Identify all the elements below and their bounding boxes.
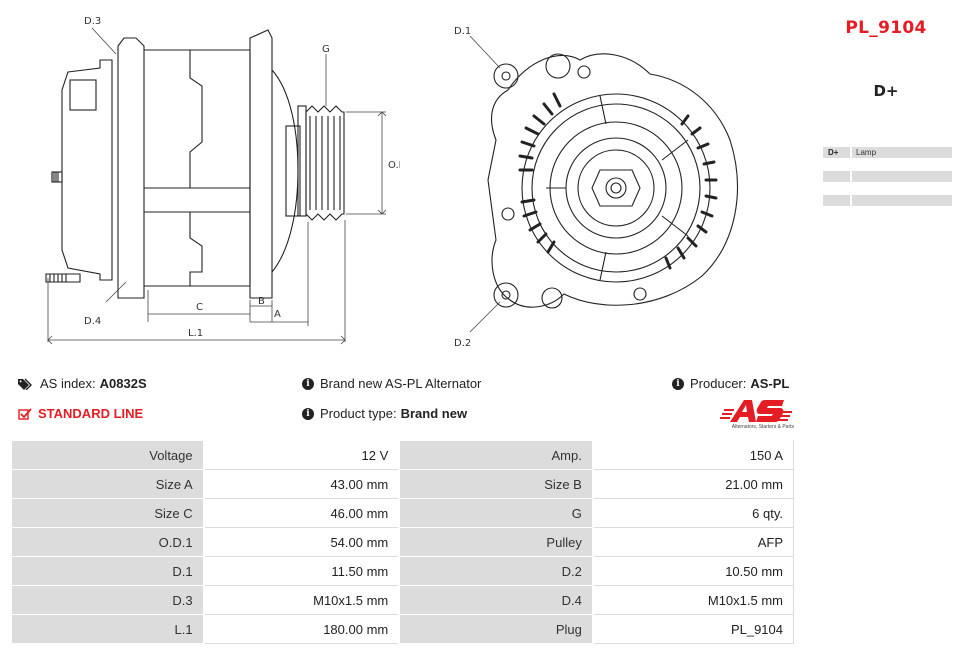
label-od1: O.D.1 — [388, 160, 400, 171]
param-value: M10x1.5 mm — [592, 585, 794, 615]
plug-code: PL_9104 — [845, 18, 927, 38]
pin-desc: Lamp — [852, 147, 952, 158]
param-value: 46.00 mm — [203, 498, 400, 528]
label-d3: D.3 — [84, 16, 101, 27]
param-value: 10.50 mm — [592, 556, 794, 586]
info-circle-icon: i — [672, 377, 684, 390]
standard-line: STANDARD LINE — [18, 406, 143, 421]
param-label: D.1 — [10, 556, 205, 586]
param-label: Voltage — [10, 440, 205, 470]
param-label: Size B — [398, 469, 594, 499]
param-label: D.2 — [398, 556, 594, 586]
info-circle-icon: i — [302, 377, 314, 390]
param-label: Plug — [398, 614, 594, 644]
side-view-drawing: D.3 D.4 G O.D.1 C B A L.1 — [45, 16, 400, 345]
param-label: Pulley — [398, 527, 594, 557]
param-label: O.D.1 — [10, 527, 205, 557]
pin-row — [823, 195, 952, 206]
param-value: 6 qty. — [592, 498, 794, 528]
param-value: 150 A — [592, 440, 794, 470]
info-circle-icon: i — [302, 407, 314, 420]
param-value: PL_9104 — [592, 614, 794, 644]
param-label: D.4 — [398, 585, 594, 615]
param-value: 12 V — [203, 440, 400, 470]
param-value: 21.00 mm — [592, 469, 794, 499]
as-index-value: A0832S — [99, 376, 147, 391]
label-l1: L.1 — [188, 328, 203, 339]
pin-row: D+ Lamp — [823, 147, 952, 158]
param-label: Size A — [10, 469, 205, 499]
checkbox-icon — [18, 407, 32, 420]
pin-desc — [852, 171, 952, 182]
label-b: B — [258, 296, 265, 307]
as-index: AS index: A0832S — [18, 376, 147, 391]
pin-code — [823, 195, 850, 206]
param-label: Size C — [10, 498, 205, 528]
param-value: 43.00 mm — [203, 469, 400, 499]
front-view-drawing: D.1 D.2 — [454, 26, 738, 349]
pin-code — [823, 171, 850, 182]
param-label: G — [398, 498, 594, 528]
pin-code: D+ — [823, 147, 850, 158]
pin-desc — [852, 195, 952, 206]
as-logo: Alternators, Starters & Parts — [712, 398, 794, 432]
label-g: G — [322, 44, 330, 55]
param-label: Amp. — [398, 440, 594, 470]
product-type-label: Product type: — [320, 406, 397, 421]
pin-row — [823, 171, 952, 182]
param-value: M10x1.5 mm — [203, 585, 400, 615]
producer-label: Producer: — [690, 376, 747, 391]
as-logo-mark — [720, 400, 792, 422]
label-a: A — [274, 309, 281, 320]
producer-value: AS-PL — [750, 376, 790, 391]
param-label: D.3 — [10, 585, 205, 615]
param-value: 180.00 mm — [203, 614, 400, 644]
plug-pin-title: D+ — [873, 82, 899, 100]
param-value: AFP — [592, 527, 794, 557]
param-value: 11.50 mm — [203, 556, 400, 586]
label-d1: D.1 — [454, 26, 471, 37]
producer-info: i Producer: AS-PL — [672, 376, 789, 391]
brand-new-info: i Brand new AS-PL Alternator — [302, 376, 481, 391]
standard-line-text: STANDARD LINE — [38, 406, 144, 421]
label-d4: D.4 — [84, 316, 101, 327]
brand-new-text: Brand new AS-PL Alternator — [320, 376, 482, 391]
label-d2: D.2 — [454, 338, 471, 349]
label-c: C — [196, 302, 203, 313]
param-value: 54.00 mm — [203, 527, 400, 557]
param-label: L.1 — [10, 614, 205, 644]
logo-tagline: Alternators, Starters & Parts — [731, 424, 794, 430]
tag-icon — [18, 378, 34, 390]
as-index-label: AS index: — [40, 376, 96, 391]
product-type-info: i Product type: Brand new — [302, 406, 467, 421]
product-type-value: Brand new — [400, 406, 468, 421]
